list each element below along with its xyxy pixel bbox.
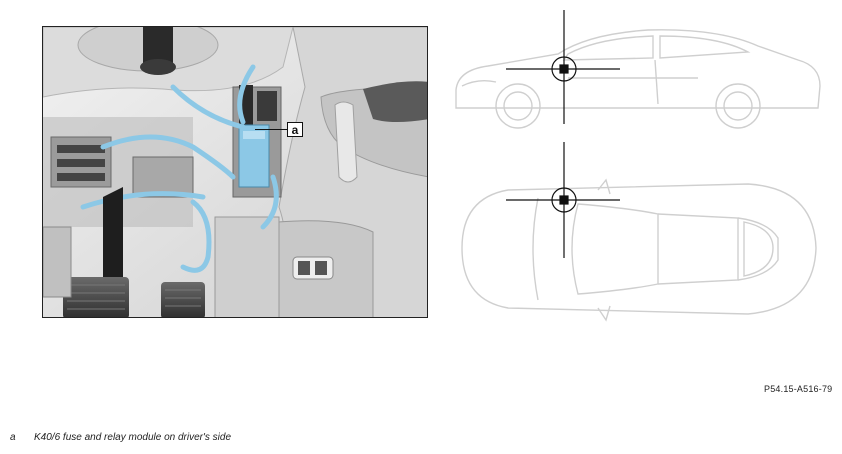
callout-label: a — [287, 122, 303, 137]
top-view-car — [461, 178, 817, 322]
footwell-illustration: a — [42, 26, 428, 318]
figure-reference-code: P54.15-A516-79 — [764, 384, 833, 394]
vehicle-location-views — [455, 10, 821, 322]
location-marker-top — [506, 142, 620, 258]
legend-key: a — [10, 432, 16, 443]
legend-description: K40/6 fuse and relay module on driver's … — [34, 432, 232, 443]
location-marker-side — [506, 10, 620, 124]
footwell-drawing — [43, 27, 427, 317]
side-view-car — [455, 29, 821, 129]
callout-leader-line — [255, 129, 287, 130]
